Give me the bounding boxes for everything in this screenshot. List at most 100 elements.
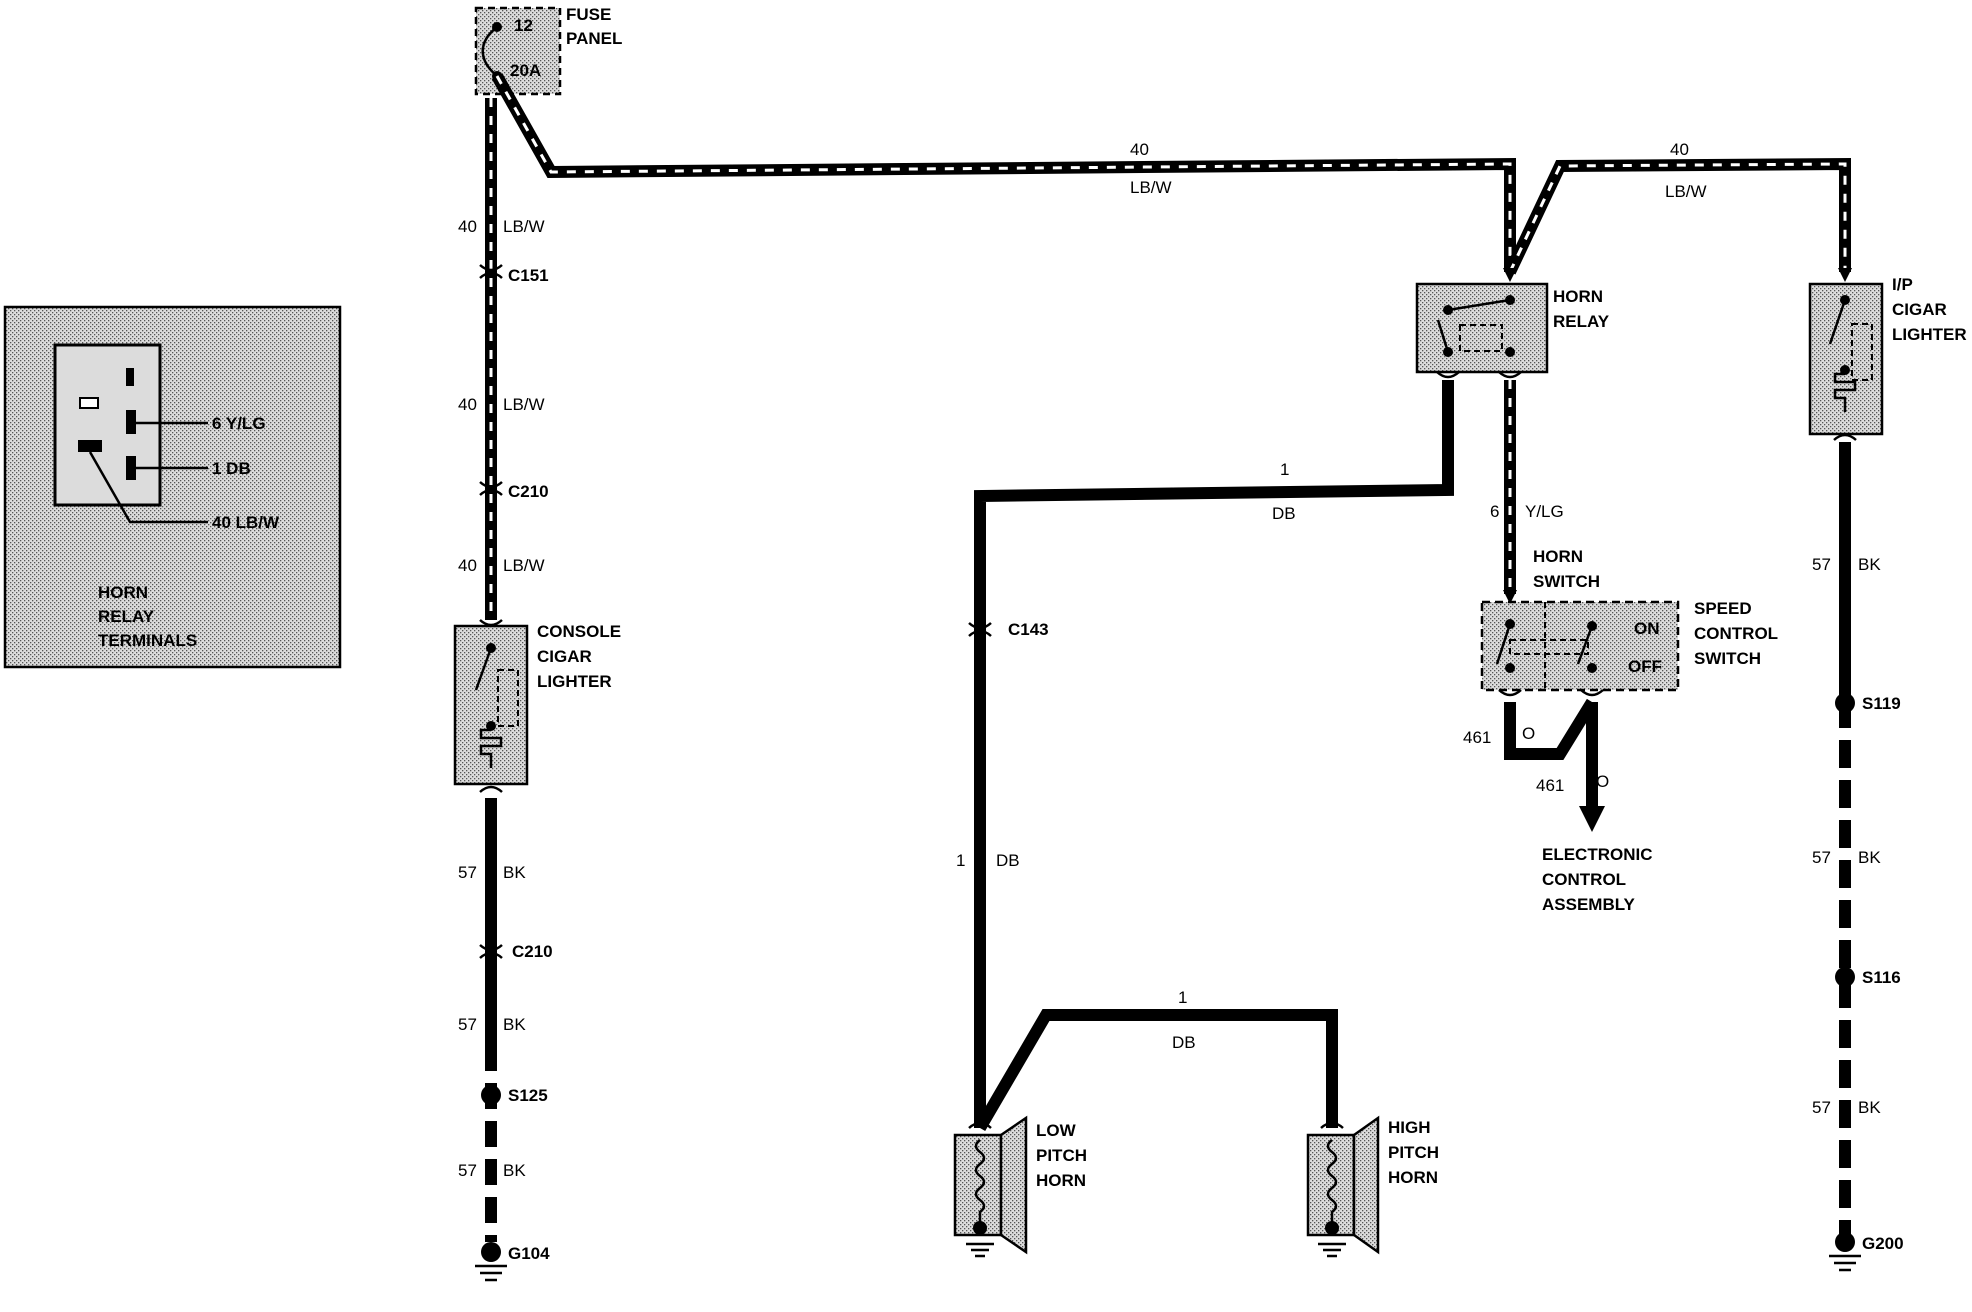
db-wire-num-2: 1 xyxy=(956,851,965,870)
fuse-panel: 12 20A FUSE PANEL xyxy=(474,5,622,96)
fuse-number: 12 xyxy=(514,16,533,35)
db-wire-num: 1 xyxy=(1280,460,1289,479)
left-w1-num: 40 xyxy=(458,217,477,236)
left-w3-num: 40 xyxy=(458,556,477,575)
speed-switch-off: OFF xyxy=(1628,657,1662,676)
horn-relay: HORN RELAY xyxy=(1415,282,1610,379)
eca-label-2: CONTROL xyxy=(1542,870,1626,889)
c143-label: C143 xyxy=(1008,620,1049,639)
inset-title-3: TERMINALS xyxy=(98,631,197,650)
horn-switch-circuit: 6 Y/LG HORN SWITCH ON OFF SPEED CONTROL … xyxy=(1463,380,1778,914)
high-horn-coil-icon xyxy=(1326,1139,1338,1224)
left-w1-color: LB/W xyxy=(503,217,545,236)
top-wire-a-num: 40 xyxy=(1130,140,1149,159)
high-horn-label-1: HIGH xyxy=(1388,1118,1431,1137)
fuse-label-2: PANEL xyxy=(566,29,622,48)
left-w2-color: LB/W xyxy=(503,395,545,414)
left-w2-num: 40 xyxy=(458,395,477,414)
right-w3-num: 57 xyxy=(1812,1098,1831,1117)
right-w2-color: BK xyxy=(1858,848,1881,867)
horn-relay-box xyxy=(1415,282,1549,374)
relay-pin-lbw xyxy=(78,440,102,452)
horn-relay-label-1: HORN xyxy=(1553,287,1603,306)
eca-wire-num-1: 461 xyxy=(1463,728,1491,747)
wire-top-lbw-b xyxy=(1504,157,1851,275)
right-w3-color: BK xyxy=(1858,1098,1881,1117)
relay-face xyxy=(53,343,162,507)
wire-orange-loop xyxy=(1504,698,1598,760)
relay-pin-open xyxy=(79,397,99,409)
left-w5-num: 57 xyxy=(458,1015,477,1034)
splice-s116 xyxy=(1835,967,1855,987)
speed-switch-label-3: SWITCH xyxy=(1694,649,1761,668)
top-wire-b-num: 40 xyxy=(1670,140,1689,159)
console-lighter-label-1: CONSOLE xyxy=(537,622,621,641)
low-horn-bell-icon xyxy=(999,1115,1028,1255)
s119-label: S119 xyxy=(1862,694,1901,713)
eca-label-3: ASSEMBLY xyxy=(1542,895,1636,914)
left-w6-num: 57 xyxy=(458,1161,477,1180)
horn-feed-num: 1 xyxy=(1178,988,1187,1007)
ip-heating-coil-icon xyxy=(1833,372,1857,412)
c210a-label: C210 xyxy=(508,482,549,501)
console-lighter-label-2: CIGAR xyxy=(537,647,592,666)
g200-label: G200 xyxy=(1862,1234,1904,1253)
connector-c151 xyxy=(479,264,503,279)
right-w1-num: 57 xyxy=(1812,555,1831,574)
fuse-element xyxy=(481,26,498,77)
speed-switch-label-1: SPEED xyxy=(1694,599,1752,618)
relay-pin-top xyxy=(126,368,134,386)
horn-relay-terminals-inset: 6 Y/LG 1 DB 40 LB/W HORN RELAY TERMINALS xyxy=(3,305,342,669)
connector-c143 xyxy=(968,622,992,637)
inset-title-1: HORN xyxy=(98,583,148,602)
leader-line-3 xyxy=(88,451,208,524)
fuse-label-1: FUSE xyxy=(566,5,611,24)
ground-g104-dot xyxy=(481,1242,501,1262)
high-horn-label-3: HORN xyxy=(1388,1168,1438,1187)
s125-label: S125 xyxy=(508,1086,548,1105)
term1-label: 6 Y/LG xyxy=(212,414,266,433)
relay-pin-yellow xyxy=(126,410,136,434)
speed-control-switch-box xyxy=(1480,600,1680,692)
db-wire-circuit: 1 DB C143 1 DB 1 DB xyxy=(956,380,1454,1132)
ground-g200-dot xyxy=(1835,1232,1855,1252)
top-wire-b-color: LB/W xyxy=(1665,182,1707,201)
relay-pin-db xyxy=(126,456,136,480)
switch-wire-num: 6 xyxy=(1490,502,1499,521)
console-cigar-lighter: CONSOLE CIGAR LIGHTER xyxy=(453,619,621,793)
term3-label: 40 LB/W xyxy=(212,513,280,532)
left-ground-branch: 57 BK C210 57 BK S125 57 BK G104 xyxy=(458,798,553,1282)
g104-label: G104 xyxy=(508,1244,550,1263)
right-w2-num: 57 xyxy=(1812,848,1831,867)
splice-s119 xyxy=(1835,693,1855,713)
ground-icon-g200 xyxy=(1829,1254,1861,1272)
db-wire-color-2: DB xyxy=(996,851,1020,870)
top-wire-a-color: LB/W xyxy=(1130,178,1172,197)
ip-lighter-label-1: I/P xyxy=(1892,275,1913,294)
low-horn-label-1: LOW xyxy=(1036,1121,1077,1140)
horn-switch-label-2: SWITCH xyxy=(1533,572,1600,591)
horn-feed-color: DB xyxy=(1172,1033,1196,1052)
term2-label: 1 DB xyxy=(212,459,251,478)
c151-label: C151 xyxy=(508,266,549,285)
left-w4-num: 57 xyxy=(458,863,477,882)
right-w1-color: BK xyxy=(1858,555,1881,574)
arrow-eca xyxy=(1579,806,1605,832)
low-horn-label-3: HORN xyxy=(1036,1171,1086,1190)
ground-icon-g104 xyxy=(475,1264,507,1282)
ip-lighter-label-2: CIGAR xyxy=(1892,300,1947,319)
ip-cigar-lighter: I/P CIGAR LIGHTER xyxy=(1808,275,1967,441)
fuse-rating: 20A xyxy=(510,61,541,80)
left-branch-labels: 40 LB/W C151 40 LB/W C210 40 LB/W xyxy=(458,217,549,575)
eca-wire-num-2: 461 xyxy=(1536,776,1564,795)
c210b-label: C210 xyxy=(512,942,553,961)
eca-label-1: ELECTRONIC xyxy=(1542,845,1653,864)
arrow-switch-in xyxy=(1503,590,1517,604)
low-pitch-horn: LOW PITCH HORN xyxy=(953,1115,1087,1258)
db-wire-color: DB xyxy=(1272,504,1296,523)
low-horn-ground-icon xyxy=(966,1242,994,1258)
high-horn-label-2: PITCH xyxy=(1388,1143,1439,1162)
inset-title-2: RELAY xyxy=(98,607,155,626)
connector-c210-a xyxy=(479,481,503,496)
eca-wire-color-1: O xyxy=(1522,724,1535,743)
